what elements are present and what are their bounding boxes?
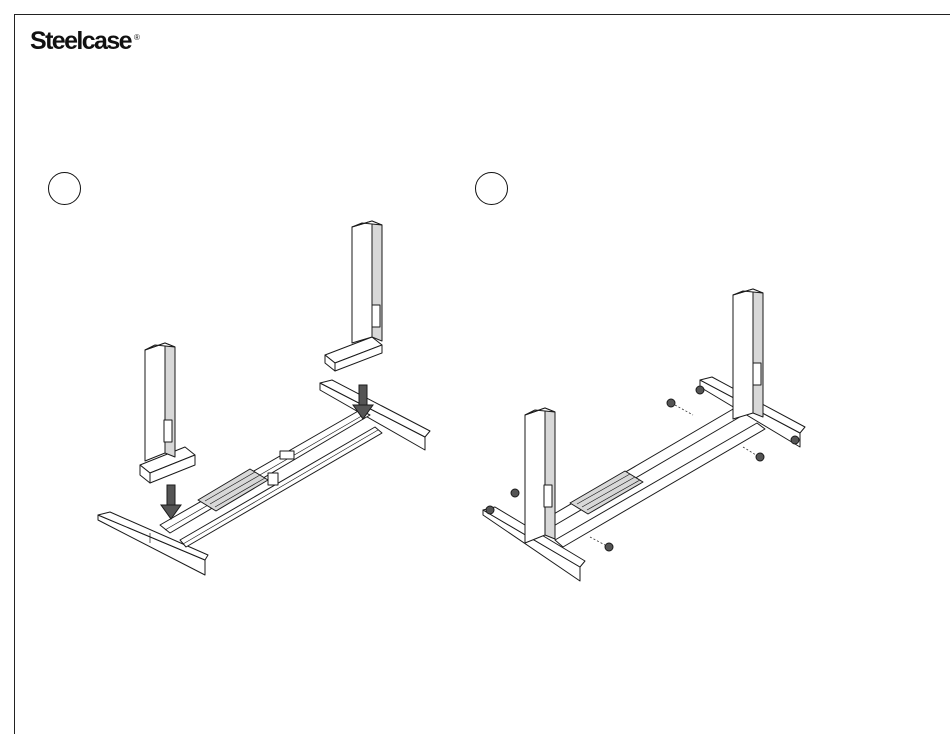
center-motor-unit bbox=[570, 471, 643, 514]
step-2-illustration bbox=[475, 285, 820, 585]
right-column bbox=[325, 221, 382, 371]
fastener-icon bbox=[667, 399, 693, 415]
step-2-marker bbox=[475, 172, 508, 205]
fastener-icon bbox=[743, 447, 764, 461]
registered-mark: ® bbox=[134, 33, 140, 42]
brand-logo: Steelcase ® bbox=[30, 27, 140, 56]
right-column bbox=[733, 289, 763, 419]
right-foot bbox=[320, 380, 430, 450]
fastener-icon bbox=[486, 489, 519, 514]
step-1-illustration bbox=[90, 215, 440, 585]
step-1-marker bbox=[48, 172, 81, 205]
brand-name: Steelcase bbox=[30, 27, 131, 56]
fastener-icon bbox=[590, 537, 613, 551]
frame-rails bbox=[535, 405, 765, 547]
left-column bbox=[525, 408, 555, 543]
down-arrow-icon bbox=[161, 485, 181, 519]
left-column bbox=[140, 343, 195, 483]
